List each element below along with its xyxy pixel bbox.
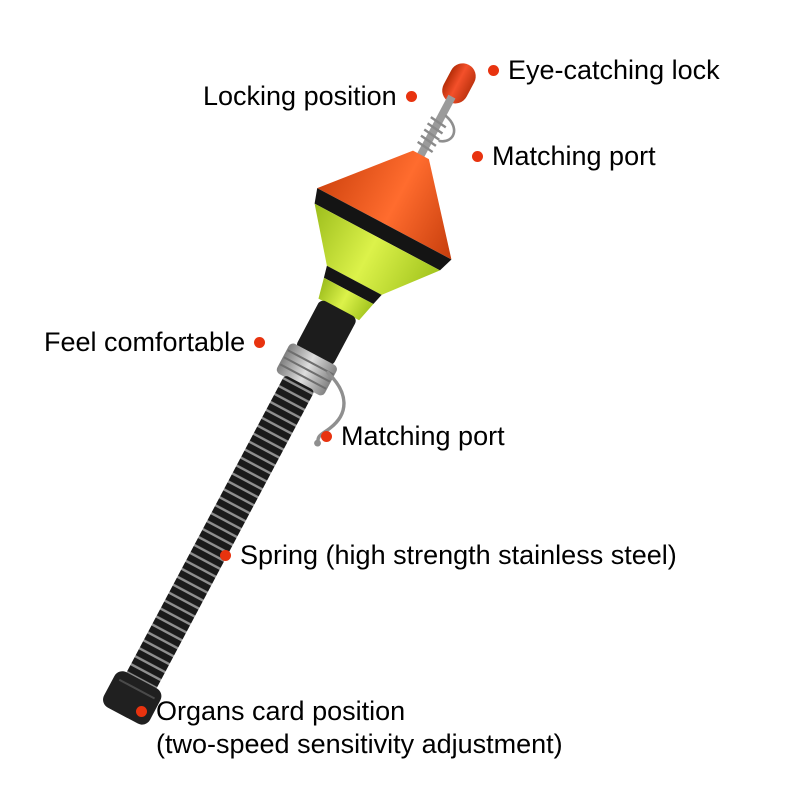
label-text: Eye-catching lock: [508, 55, 720, 85]
spring-coil: [126, 376, 314, 690]
label-matching-port-mid: Matching port: [321, 420, 505, 453]
marker-dot: [220, 550, 231, 561]
label-feel-comfortable: Feel comfortable: [44, 326, 266, 359]
float-tail: [297, 300, 356, 365]
label-text-line1: Organs card position: [156, 696, 406, 726]
label-text: Feel comfortable: [44, 327, 246, 357]
float-body: [314, 203, 440, 295]
float-body-lower: [318, 277, 374, 321]
label-text-line2: (two-speed sensitivity adjustment): [156, 729, 563, 759]
stem: [416, 94, 456, 159]
stem-coil: [417, 116, 447, 154]
crank-wire-tip: [314, 439, 321, 447]
float-stripe: [323, 265, 382, 305]
marker-dot: [321, 431, 332, 442]
label-text: Locking position: [203, 81, 397, 111]
label-organs-card-position: Organs card position (two-speed sensitiv…: [136, 695, 563, 761]
top-port-wire: [438, 114, 456, 143]
label-spring: Spring (high strength stainless steel): [220, 539, 677, 572]
label-eye-catching-lock: Eye-catching lock: [488, 54, 720, 87]
label-locking-position: Locking position: [203, 80, 417, 113]
lock-cap: [442, 63, 476, 104]
label-text: Matching port: [341, 421, 505, 451]
label-text-group: Organs card position (two-speed sensitiv…: [156, 695, 563, 761]
crank-wire: [316, 370, 346, 444]
label-text: Spring (high strength stainless steel): [240, 540, 677, 570]
float-band: [314, 188, 452, 271]
float-top-cone: [317, 150, 452, 260]
marker-dot: [488, 65, 499, 76]
marker-dot: [405, 91, 417, 102]
label-matching-port-top: Matching port: [472, 140, 656, 173]
collar-ridges: [279, 349, 335, 390]
label-text: Matching port: [492, 141, 656, 171]
marker-dot: [254, 337, 266, 348]
marker-dot: [136, 706, 147, 717]
marker-dot: [472, 151, 483, 162]
nut-facet: [118, 678, 156, 700]
